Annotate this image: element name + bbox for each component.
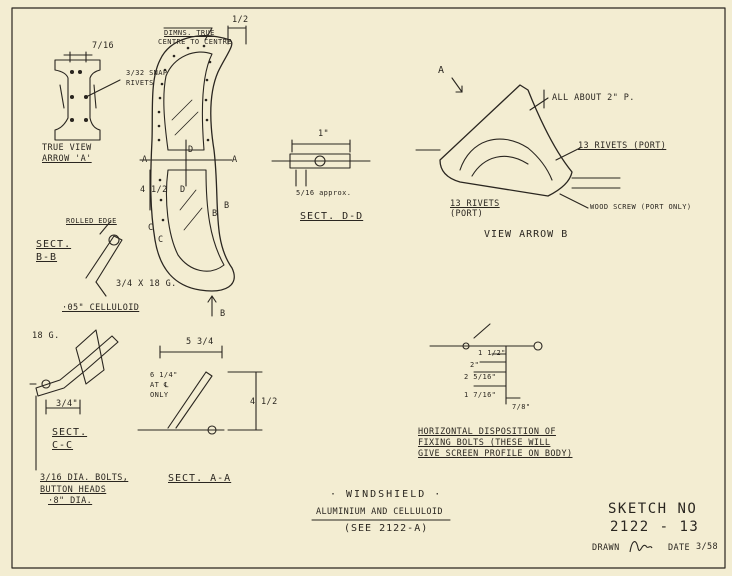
view-arrow-b-sketch	[415, 77, 621, 209]
section-mark-a-left: A	[142, 155, 148, 165]
hd-dim-4: 1 7/16"	[464, 391, 497, 399]
front-top-dim: 1/2	[232, 15, 249, 25]
sect-cc-dim: 3/4"	[56, 399, 79, 409]
section-mark-c-left: C	[148, 223, 154, 233]
sect-bb-title-1: SECT.	[36, 239, 72, 250]
arrow-b-label: B	[220, 309, 226, 319]
rivets-port-lower-2: (PORT)	[450, 209, 484, 219]
sect-aa-top-dim: 5 3/4	[186, 337, 214, 347]
sketch-number-label: SKETCH NO	[608, 501, 698, 517]
true-view-title: TRUE VIEW	[42, 143, 92, 153]
celluloid-label: ·05" CELLULOID	[62, 303, 140, 313]
bolts-note-3: ·8" DIA.	[48, 496, 93, 506]
true-view-subtitle: ARROW 'A'	[42, 154, 92, 164]
rivet-label: RIVETS	[126, 79, 154, 87]
sect-cc-title-2: C-C	[52, 440, 74, 451]
dims-note-line2: CENTRE TO CENTRE	[158, 38, 232, 46]
view-arrow-a-label: A	[438, 65, 446, 76]
hd-note-2: FIXING BOLTS (THESE WILL	[418, 438, 551, 448]
sect-dd-title: SECT. D-D	[300, 211, 364, 222]
drawing-subtitle: ALUMINIUM AND CELLULOID	[316, 507, 443, 517]
true-view-top-dim: 7/16	[92, 41, 115, 51]
sect-cc-sketch	[29, 329, 119, 471]
horizontal-disposition-sketch	[429, 323, 543, 405]
section-mark-b-right: B	[224, 201, 230, 211]
all-about-note: ALL ABOUT 2" P.	[552, 93, 635, 103]
hd-dim-1: 1 1/2"	[478, 349, 506, 357]
rivets-port-lower-1: 13 RIVETS	[450, 199, 500, 209]
section-mark-c-right: C	[158, 235, 164, 245]
sect-cc-title-1: SECT.	[52, 427, 88, 438]
sect-dd-note: 5/16 approx.	[296, 189, 352, 197]
front-side-dim: 4 1/2	[140, 185, 168, 195]
sect-aa-side-dim: 4 1/2	[250, 397, 278, 407]
drawing-reference: (SEE 2122-A)	[344, 523, 429, 534]
true-view-sketch	[54, 51, 121, 141]
wood-screw-note: WOOD SCREW (PORT ONLY)	[590, 203, 692, 211]
sect-dd-top-dim: 1"	[318, 129, 330, 139]
rivets-port-note: 13 RIVETS (PORT)	[578, 141, 667, 151]
date-value: 3/58	[696, 542, 719, 552]
rolled-edge-label: ROLLED EDGE	[66, 217, 117, 225]
section-mark-a-right: A	[232, 155, 238, 165]
hd-dim-3: 2 5/16"	[464, 373, 497, 381]
bolts-note-1: 3/16 DIA. BOLTS,	[40, 473, 129, 483]
date-label: DATE	[668, 543, 691, 553]
sect-bb-dim: 3/4 x 18 G.	[116, 279, 177, 289]
hd-dim-2: 2"	[470, 361, 480, 369]
section-mark-b-left: B	[212, 209, 218, 219]
rivet-size-label: 3/32 SNAP	[126, 69, 168, 77]
view-arrow-b-title: VIEW ARROW B	[484, 229, 569, 240]
sect-bb-title-2: B-B	[36, 252, 58, 263]
hd-note-3: GIVE SCREEN PROFILE ON BODY)	[418, 449, 573, 459]
sect-aa-title: SECT. A-A	[168, 473, 232, 484]
section-mark-d-upper: D	[188, 145, 194, 155]
sect-cc-gauge: 18 G.	[32, 331, 60, 341]
sect-dd-sketch	[271, 139, 371, 187]
sect-aa-angle-1: 6 1/4"	[150, 371, 178, 379]
hd-note-1: HORIZONTAL DISPOSITION OF	[418, 427, 556, 437]
front-view-sketch	[139, 25, 247, 317]
sect-aa-sketch	[137, 345, 263, 435]
drawn-label: DRAWN	[592, 543, 620, 553]
hd-dim-5: 7/8"	[512, 403, 531, 411]
sect-bb-sketch	[85, 221, 123, 297]
dims-note-line1: DIMNS. TRUE	[164, 29, 215, 37]
section-mark-d-lower: D	[180, 185, 186, 195]
sect-aa-angle-2: AT ℄	[150, 381, 169, 389]
bolts-note-2: BUTTON HEADS	[40, 485, 107, 495]
drawing-title: · WINDSHIELD ·	[330, 489, 443, 500]
sketch-number: 2122 - 13	[610, 519, 700, 535]
sheet-border	[11, 7, 726, 569]
sect-aa-angle-3: ONLY	[150, 391, 169, 399]
